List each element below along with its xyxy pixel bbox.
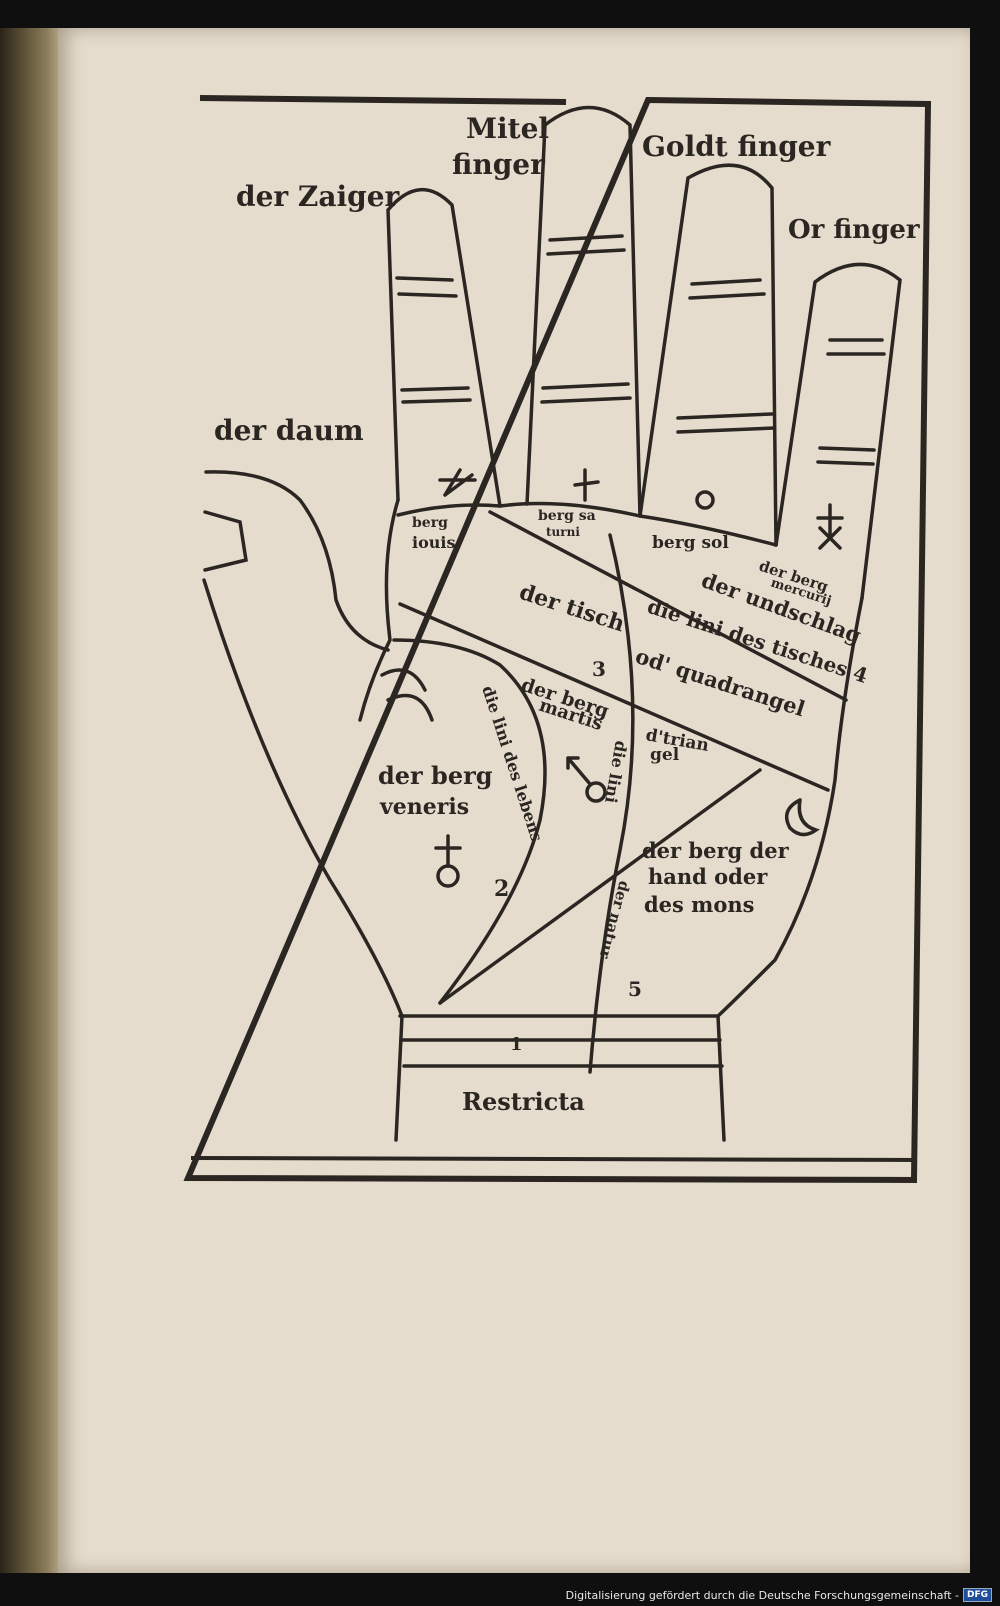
label-daum: der daum	[214, 414, 364, 447]
label-berg-veneris-1: der berg	[378, 761, 493, 790]
label-number-1: 1	[510, 1034, 523, 1055]
label-berg-jovis-1: berg	[412, 515, 448, 531]
label-triangel-2: gel	[650, 745, 680, 765]
hand-drawing	[202, 105, 902, 1142]
label-number-5: 5	[628, 977, 642, 1001]
woodcut-frame	[183, 95, 932, 1184]
woodcut-labels: Mitel finger Goldt finger der Zaiger Or …	[214, 112, 920, 1116]
label-zaiger: der Zaiger	[236, 180, 401, 213]
label-restricta: Restricta	[462, 1087, 585, 1116]
digitization-credit: Digitalisierung gefördert durch die Deut…	[566, 1588, 992, 1602]
label-number-3: 3	[592, 657, 606, 681]
label-lini: die lini	[601, 739, 631, 804]
label-berg-saturni-1: berg sa	[538, 508, 596, 524]
label-natur: der natur	[595, 879, 633, 962]
label-berg-hand-1: der berg der	[642, 838, 790, 863]
label-gold-finger: Goldt finger	[642, 130, 832, 163]
label-berg-jovis-2: iouis	[412, 533, 455, 552]
label-or-finger: Or finger	[788, 215, 920, 245]
dfg-logo-icon: DFG	[962, 1588, 992, 1602]
label-berg-hand-3: des mons	[644, 892, 755, 917]
label-mittel-finger-2: finger	[452, 148, 546, 181]
label-number-2: 2	[494, 876, 509, 902]
credit-text: Digitalisierung gefördert durch die Deut…	[565, 1588, 959, 1602]
label-mittel-finger-1: Mitel	[466, 112, 549, 145]
label-berg-sol: berg sol	[652, 533, 729, 553]
book-spine	[0, 28, 62, 1573]
book-page	[58, 28, 970, 1573]
label-tisch: der tisch	[516, 579, 628, 637]
label-berg-saturni-2: turni	[546, 525, 580, 539]
label-berg-veneris-2: veneris	[379, 794, 469, 820]
label-berg-hand-2: hand oder	[648, 864, 768, 889]
